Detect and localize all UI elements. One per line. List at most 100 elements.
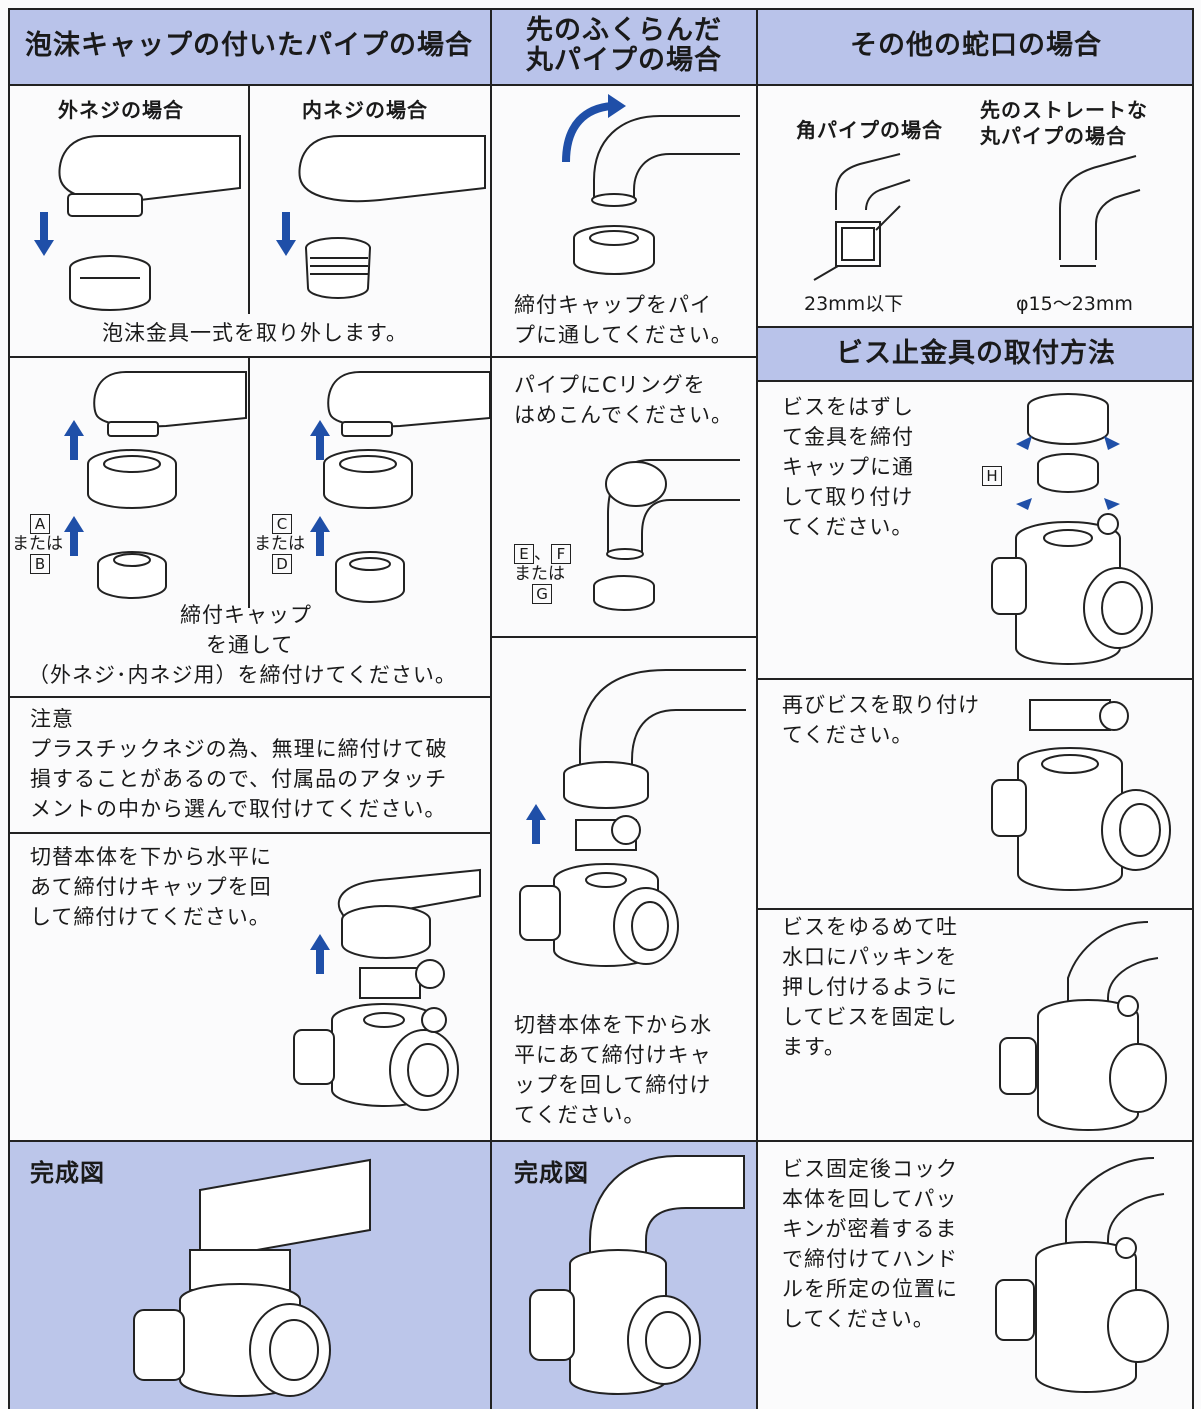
step3-text-5: ます。	[782, 1035, 846, 1059]
switch2-text-1: 切替本体を下から水	[514, 1013, 712, 1037]
step4-text-6: してください。	[782, 1307, 935, 1331]
letter-g: G	[532, 584, 552, 604]
cring-text-1: パイプにCリングを	[514, 373, 706, 397]
round-pipe-illustration	[1059, 155, 1141, 267]
header-col2-line1: 先のふくらんだ	[526, 15, 722, 46]
step2-text-1: 再びビスを取り付け	[782, 693, 980, 717]
note-body-3: メントの中から選んで取付けてください。	[30, 797, 447, 821]
divider-cap-steps	[248, 358, 250, 608]
pipe-bulb-illustration	[573, 115, 740, 275]
faucet-outer-illustration	[58, 135, 241, 311]
step4-text-3: キンが密着するま	[782, 1217, 958, 1241]
attachment-labels-ab: A または B	[12, 514, 63, 574]
square-pipe-illustration	[813, 153, 911, 281]
letter-f: F	[551, 544, 571, 564]
pass-cap-text-2: プに通してください。	[514, 323, 733, 347]
step1-bottom	[756, 678, 1194, 680]
screw-fitting-illustration	[991, 393, 1153, 665]
step4-text-2: 本体を回してパッ	[782, 1187, 958, 1211]
letter-b: B	[30, 554, 50, 574]
switch-text-3: して締付けてください。	[30, 905, 271, 929]
header-col3: その他の蛇口の場合	[758, 8, 1194, 84]
switch2-text-4: てください。	[514, 1103, 646, 1127]
header-col2-line2: 丸パイプの場合	[526, 45, 722, 76]
row1-bottom-col1	[8, 356, 492, 358]
step1-text-3: キャップに通	[782, 455, 914, 479]
row2-bottom-col1	[8, 696, 492, 698]
remove-aerator-text: 泡沫金具一式を取り外します。	[102, 321, 408, 345]
note-body-1: プラスチックネジの為、無理に締付けて破	[30, 737, 448, 761]
step4-text-5: ルを所定の位置に	[782, 1277, 958, 1301]
switch-body-illustration	[293, 868, 481, 1111]
letter-c: C	[272, 514, 292, 534]
down-arrow-icon	[34, 212, 54, 256]
straight-pipe-label-2: 丸パイプの場合	[980, 124, 1127, 148]
screw-reattach-illustration	[991, 699, 1171, 891]
divider-col2-col3	[756, 8, 758, 1409]
step1-text-1: ビスをはずし	[782, 395, 914, 419]
faucet-inner-illustration	[298, 135, 486, 299]
or-label: または	[254, 534, 305, 554]
inner-thread-label: 内ネジの場合	[302, 98, 428, 122]
screw-header-bottom	[756, 380, 1194, 382]
pass-cap-text-1: 締付キャップをパイ	[514, 293, 712, 317]
step3-text-4: してビスを固定し	[782, 1005, 958, 1029]
letter-sep: 、	[534, 544, 551, 564]
step2-text-2: てください。	[782, 723, 914, 747]
attachment-labels-efg: E、F または G	[514, 544, 571, 604]
up-arrow-icon	[310, 516, 330, 556]
faucet-inner-cap-illustration	[323, 371, 491, 603]
letter-h: H	[982, 466, 1002, 486]
letter-d: D	[272, 554, 292, 574]
done-title-col1: 完成図	[30, 1159, 105, 1187]
header-col1-title: 泡沫キャップの付いたパイプの場合	[25, 30, 473, 61]
step3-text-2: 水口にパッキンを	[782, 945, 958, 969]
frame-left	[8, 8, 10, 1409]
completed-outer-illustration	[133, 1158, 371, 1397]
attachment-labels-cd: C または D	[254, 514, 305, 574]
note-body-2: 損することがあるので、付属品のアタッチ	[30, 767, 448, 791]
done-title-col2: 完成図	[514, 1159, 589, 1187]
col3-types-bottom	[756, 326, 1194, 328]
step3-text-3: 押し付けるように	[782, 975, 958, 999]
header-col1: 泡沫キャップの付いたパイプの場合	[8, 8, 490, 84]
switch2-text-3: ップを回して締付け	[514, 1073, 712, 1097]
up-arrow-icon	[64, 420, 84, 460]
square-pipe-dim: 23mm以下	[804, 293, 904, 315]
letter-a: A	[30, 514, 50, 534]
square-pipe-label: 角パイプの場合	[796, 118, 943, 142]
step1-text-2: て金具を締付	[782, 425, 914, 449]
step4-text-4: で締付けてハンド	[782, 1247, 958, 1271]
switch-body-bulb-illustration	[519, 669, 746, 967]
step1-text-5: てください。	[782, 515, 914, 539]
note-title: 注意	[30, 707, 74, 731]
down-arrow-icon	[276, 212, 296, 256]
or-label: または	[514, 564, 565, 584]
outer-thread-label: 外ネジの場合	[58, 98, 184, 122]
up-arrow-icon	[310, 934, 330, 974]
letter-h-wrap: H	[982, 466, 1002, 486]
step3-text-1: ビスをゆるめて吐	[782, 915, 958, 939]
step2-bottom	[756, 908, 1194, 910]
up-arrow-icon	[310, 420, 330, 460]
header-col3-title: その他の蛇口の場合	[850, 30, 1102, 61]
frame-right	[1192, 8, 1194, 1409]
done-top	[8, 1140, 1194, 1142]
cring-bottom	[490, 636, 758, 638]
cock-rotate-illustration	[995, 1157, 1169, 1393]
header-col2: 先のふくらんだ丸パイプの場合	[492, 8, 756, 84]
step1-text-4: して取り付け	[782, 485, 914, 509]
up-arrow-icon	[64, 516, 84, 556]
divider-outer-inner	[248, 84, 250, 314]
cap-text-line3: （外ネジ･内ネジ用）を締付けてください。	[28, 663, 457, 687]
note-bottom	[8, 832, 492, 834]
divider-col1-col2	[490, 8, 492, 1409]
curved-arrow-icon	[562, 94, 626, 163]
switch-text-2: あて締付けキャップを回	[30, 875, 272, 899]
header-screw: ビス止金具の取付方法	[758, 328, 1194, 380]
straight-pipe-label-1: 先のストレートな	[980, 98, 1148, 122]
row1-bottom-col2	[490, 356, 758, 358]
cap-text-line1: 締付キャップ	[180, 603, 312, 627]
completed-bulb-illustration	[529, 1155, 745, 1395]
